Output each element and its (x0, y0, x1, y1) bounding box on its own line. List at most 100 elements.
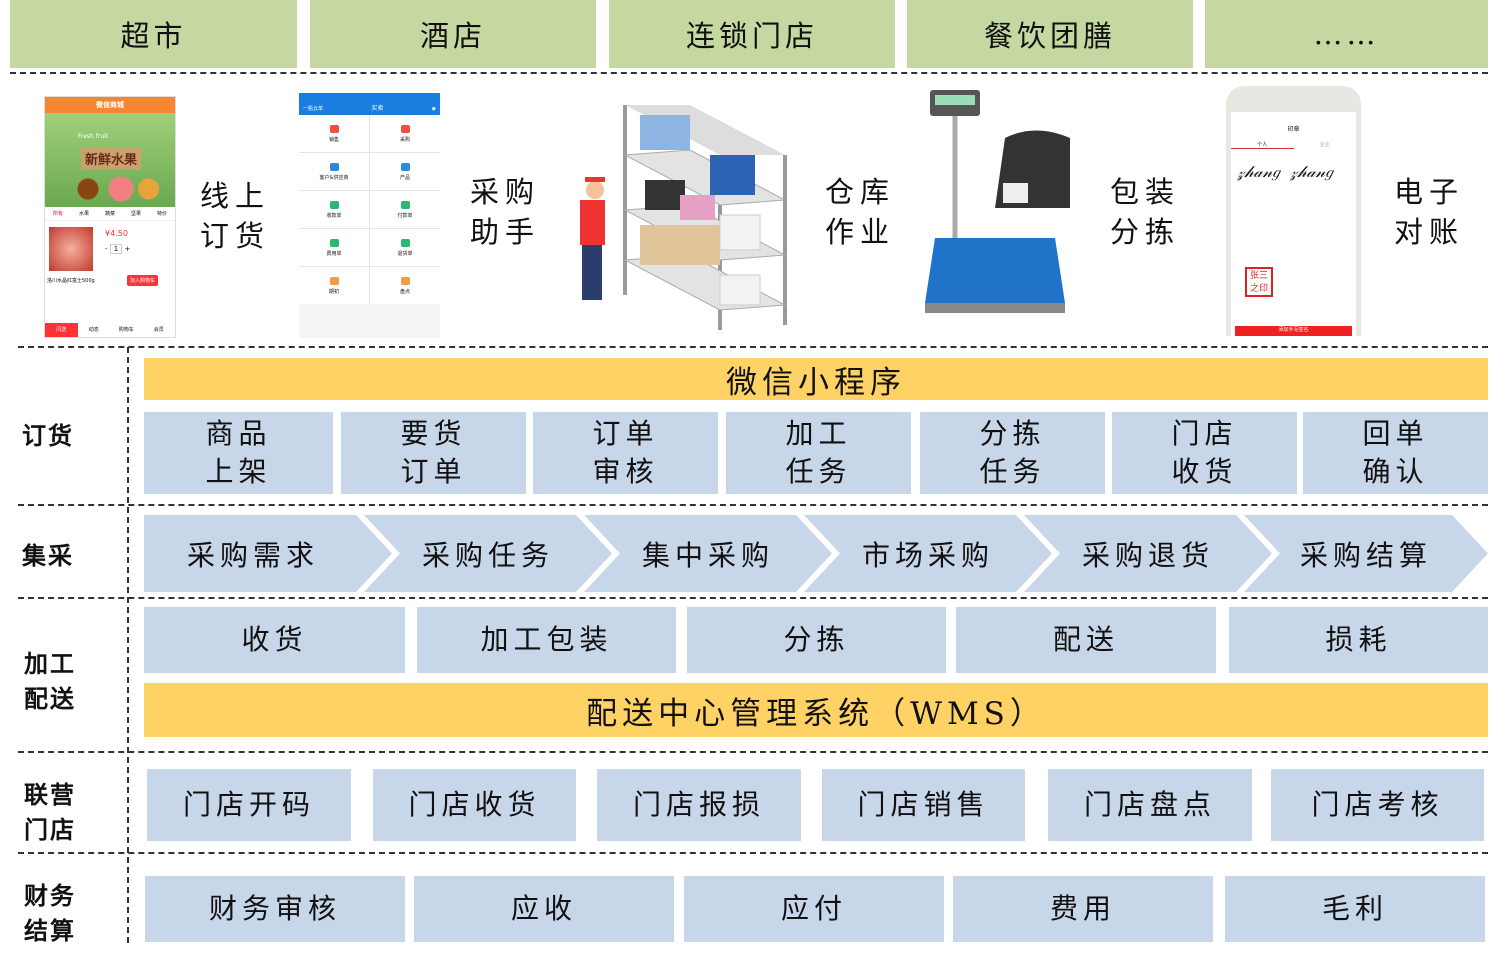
franchise-step: 门店收货 (373, 769, 576, 841)
mall-tab[interactable]: 蔬菜 (104, 211, 115, 217)
app-name: 一瓶云单 (303, 106, 324, 112)
franchise-step: 门店盘点 (1048, 769, 1252, 841)
scenario-label-online-order: 线上订货 (200, 179, 271, 253)
wechat-miniprogram-bar: 微信小程序 (144, 358, 1488, 401)
scenario-label-purchase-assistant: 采购助手 (470, 175, 541, 249)
product-name: 洛川水晶红富士500g (47, 278, 95, 284)
fruit-banner: Fresh fruit 新鲜水果 (45, 113, 175, 207)
ordering-step: 要货订单 (341, 412, 526, 494)
finance-step: 毛利 (1225, 876, 1485, 942)
industry-supermarket: 超市 (10, 0, 297, 68)
tile-label: 客户&供应商 (319, 174, 349, 181)
industry-catering: 餐饮团膳 (907, 0, 1193, 68)
tile-grid: 销售 采购客户&供应商 产品收款单 付款单费用单 退货单期初 盘点 (299, 115, 440, 304)
menu-tile[interactable]: 产品 (370, 153, 440, 190)
menu-tile[interactable]: 退货单 (370, 229, 440, 266)
menu-tile[interactable]: 采购 (370, 115, 440, 152)
tile-icon (329, 200, 339, 209)
menu-tile[interactable]: 客户&供应商 (299, 153, 369, 190)
nav-item[interactable]: 动态 (88, 327, 99, 333)
franchise-step: 门店考核 (1271, 769, 1484, 841)
mall-tab[interactable]: 水果 (78, 211, 89, 217)
nav-item[interactable]: 闪送 (45, 323, 78, 337)
qty-input[interactable]: 1 (109, 244, 123, 254)
mall-tab[interactable]: 特价 (156, 211, 167, 217)
finance-step: 应收 (414, 876, 674, 942)
step-line: 商品 (205, 417, 272, 450)
mall-title: 微信商城 (45, 97, 175, 113)
sign-tab[interactable]: 企业 (1319, 142, 1330, 148)
ordering-step: 加工任务 (726, 412, 911, 494)
tile-icon (329, 124, 339, 133)
step-line: 分拣 (979, 417, 1046, 450)
scenario-label-warehouse: 仓库作业 (825, 175, 896, 249)
step-line: 订单 (592, 417, 659, 450)
tile-icon (400, 276, 410, 285)
procurement-step: 采购任务 (364, 515, 612, 592)
tile-icon (400, 200, 410, 209)
finance-step: 财务审核 (145, 876, 405, 942)
industry-chain-store: 连锁门店 (609, 0, 895, 68)
banner-sub: Fresh fruit (77, 133, 109, 140)
menu-tile[interactable]: 付款单 (370, 191, 440, 228)
section-label-franchise: 联营门店 (24, 780, 76, 844)
scale-printer-illustration (925, 90, 1070, 313)
step-line: 确认 (1362, 455, 1429, 488)
divider (18, 852, 1488, 854)
tile-label: 产品 (399, 174, 410, 181)
procurement-step: 采购需求 (144, 515, 392, 592)
procurement-step: 集中采购 (584, 515, 832, 592)
tile-label: 期初 (328, 288, 339, 295)
divider (18, 346, 1488, 348)
app-title: 买卖 (371, 105, 384, 112)
sign-tab[interactable]: 个人 (1231, 141, 1294, 149)
mall-phone-mockup: 微信商城 Fresh fruit 新鲜水果 所有水果蔬菜坚果特价 ¥4.50 -… (44, 96, 176, 338)
tile-label: 收款单 (326, 212, 342, 219)
processing-step: 收货 (144, 607, 405, 673)
menu-tile[interactable]: 收款单 (299, 191, 369, 228)
mall-tab[interactable]: 坚果 (130, 211, 141, 217)
add-cart-button[interactable]: 加入购物车 (127, 275, 159, 286)
warehouse-illustration (580, 105, 787, 330)
industry-hotel: 酒店 (310, 0, 596, 68)
ordering-step: 商品上架 (144, 412, 333, 494)
divider (10, 72, 1488, 74)
tile-icon (400, 162, 410, 171)
divider (18, 751, 1488, 753)
processing-step: 加工包装 (417, 607, 676, 673)
wms-bar: 配送中心管理系统（WMS） (144, 683, 1488, 737)
tile-label: 退货单 (397, 250, 413, 257)
add-signature-button[interactable]: 添加手写签名 (1235, 326, 1352, 336)
mall-tab[interactable]: 所有 (52, 211, 63, 217)
sign-title: 印章 (1287, 126, 1300, 133)
scenario-label-e-reconciliation: 电子对账 (1394, 175, 1465, 249)
ordering-step: 订单审核 (533, 412, 718, 494)
menu-tile[interactable]: 销售 (299, 115, 369, 152)
tile-label: 采购 (399, 136, 410, 143)
tile-icon (329, 162, 339, 171)
step-line: 门店 (1171, 417, 1238, 450)
step-line: 审核 (592, 455, 659, 488)
procurement-step: 采购结算 (1244, 515, 1488, 592)
tile-icon (400, 124, 410, 133)
tile-label: 费用单 (326, 250, 342, 257)
tile-label: 付款单 (397, 212, 413, 219)
divider (18, 504, 1488, 506)
section-label-ordering: 订货 (22, 421, 74, 450)
menu-tile[interactable]: 盘点 (370, 267, 440, 304)
step-line: 回单 (1362, 417, 1429, 450)
menu-tile[interactable]: 期初 (299, 267, 369, 304)
step-line: 任务 (785, 455, 852, 488)
processing-step: 损耗 (1229, 607, 1488, 673)
tile-label: 销售 (328, 136, 339, 143)
seal-stamp: 张三之印 (1245, 267, 1273, 297)
tile-label: 盘点 (399, 288, 410, 295)
processing-step: 配送 (956, 607, 1216, 673)
menu-tile[interactable]: 费用单 (299, 229, 369, 266)
step-line: 收货 (1171, 455, 1238, 488)
nav-item[interactable]: 会员 (153, 327, 164, 333)
ordering-step: 分拣任务 (920, 412, 1105, 494)
apple-image (49, 227, 93, 271)
nav-item[interactable]: 购物车 (118, 327, 134, 333)
ordering-step: 门店收货 (1112, 412, 1297, 494)
